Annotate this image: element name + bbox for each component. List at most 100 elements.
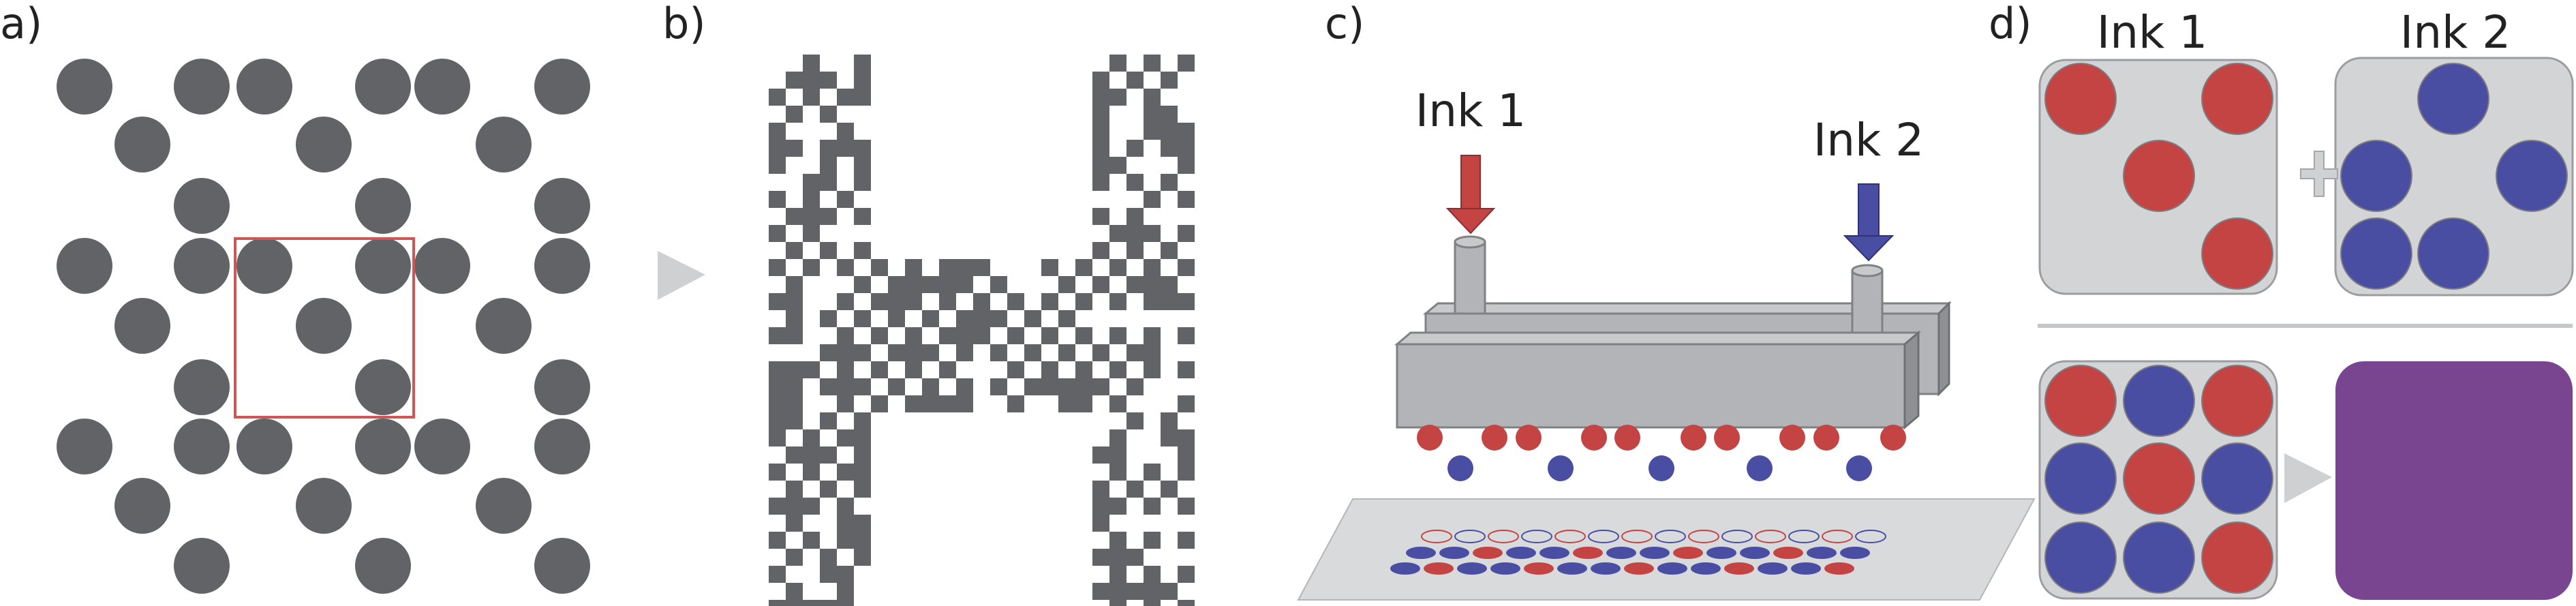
- pixel-cell: [786, 327, 803, 344]
- substrate-dot: [1724, 562, 1754, 575]
- ink2-dot: [2417, 217, 2489, 290]
- pixel-cell: [956, 378, 973, 395]
- pixel-cell: [1058, 395, 1075, 412]
- pattern-dot: [414, 419, 470, 474]
- pixel-cell: [1178, 191, 1195, 208]
- pixel-cell: [871, 293, 888, 310]
- pixel-cell: [1126, 242, 1144, 259]
- pattern-dot: [114, 478, 170, 534]
- pixel-cell: [1161, 583, 1178, 600]
- pixel-cell: [888, 378, 905, 395]
- pixel-cell: [1144, 225, 1161, 242]
- substrate-dot: [1822, 530, 1853, 543]
- pixel-cell: [820, 157, 837, 174]
- pixel-cell: [1109, 89, 1126, 106]
- pixel-cell: [820, 549, 837, 566]
- pixel-cell: [1144, 191, 1161, 208]
- panel-a-dot-pattern: [57, 59, 590, 594]
- panel-c-printhead-diagram: Ink 1 Ink 2: [1297, 85, 2036, 601]
- pixel-cell: [1109, 225, 1126, 242]
- pixel-cell: [990, 276, 1007, 293]
- pixel-cell: [1109, 532, 1126, 549]
- pixel-cell: [1144, 293, 1161, 310]
- ink1-dot: [2201, 63, 2273, 135]
- pixel-cell: [1178, 532, 1195, 549]
- ink2-dot: [2496, 140, 2568, 212]
- arrow-a-to-b: [658, 251, 705, 300]
- pixel-cell: [786, 361, 803, 378]
- pixel-cell: [1144, 106, 1161, 123]
- pixel-cell: [1126, 174, 1144, 191]
- pixel-cell: [939, 361, 956, 378]
- pattern-dot: [174, 59, 230, 115]
- pixel-cell: [1178, 55, 1195, 72]
- pattern-dot: [174, 238, 230, 294]
- pixel-cell: [1178, 498, 1195, 515]
- ink1-droplet: [1681, 425, 1706, 451]
- pixel-cell: [871, 361, 888, 378]
- pixel-cell: [837, 429, 854, 446]
- ink1-dot: [2044, 63, 2117, 135]
- pixel-cell: [820, 208, 837, 225]
- substrate-dot: [1657, 562, 1687, 575]
- substrate-dot: [1691, 562, 1721, 575]
- pixel-cell: [1075, 361, 1092, 378]
- pixel-cell: [1109, 293, 1126, 310]
- pattern-dot: [476, 298, 532, 354]
- pattern-dot: [534, 419, 590, 474]
- substrate-dot: [1755, 530, 1786, 543]
- pixel-cell: [1007, 395, 1024, 412]
- pixel-cell: [888, 344, 905, 361]
- pixel-cell: [1041, 259, 1058, 276]
- pixel-cell: [803, 429, 820, 446]
- pixel-cell: [1126, 378, 1144, 395]
- pixel-cell: [786, 515, 803, 532]
- pixel-cell: [820, 174, 837, 191]
- substrate-dot: [1521, 530, 1552, 543]
- pixel-cell: [820, 378, 837, 395]
- pixel-cell: [1126, 344, 1144, 361]
- pixel-cell: [769, 600, 786, 606]
- pixel-cell: [769, 532, 786, 549]
- pixel-cell: [854, 515, 871, 532]
- pixel-cell: [769, 259, 786, 276]
- pixel-cell: [820, 106, 837, 123]
- printhead-back-side: [1937, 301, 1950, 397]
- pixel-cell: [939, 293, 956, 310]
- ink1-dot: [2201, 365, 2273, 437]
- pixel-cell: [769, 191, 786, 208]
- pixel-cell: [837, 566, 854, 583]
- substrate-dot: [1588, 530, 1619, 543]
- pixel-cell: [1144, 55, 1161, 72]
- pixel-cell: [786, 140, 803, 157]
- pixel-cell: [973, 310, 990, 327]
- pixel-cell: [939, 276, 956, 293]
- panel-b-label: b): [662, 0, 706, 48]
- ink2-droplet: [1548, 455, 1574, 481]
- substrate-dot: [1640, 547, 1670, 559]
- pixel-cell: [854, 276, 871, 293]
- pixel-cell: [1092, 276, 1109, 293]
- ink1-droplet: [1813, 425, 1839, 451]
- pixel-cell: [837, 191, 854, 208]
- pattern-dot: [236, 419, 292, 474]
- pixel-cell: [1161, 72, 1178, 89]
- pixel-cell: [1092, 174, 1109, 191]
- ink2-dot: [2123, 521, 2195, 594]
- ink1-dot: [2044, 365, 2117, 437]
- pixel-cell: [1092, 515, 1109, 532]
- pixel-cell: [854, 55, 871, 72]
- pixel-cell: [1144, 583, 1161, 600]
- substrate-dot: [1807, 547, 1837, 559]
- ink2-droplet: [1846, 455, 1872, 481]
- pixel-cell: [803, 72, 820, 89]
- pattern-dot: [174, 178, 230, 234]
- pixel-cell: [803, 174, 820, 191]
- pixel-cell: [1109, 55, 1126, 72]
- pixel-cell: [837, 361, 854, 378]
- pixel-cell: [769, 464, 786, 481]
- pixel-cell: [786, 446, 803, 464]
- pixel-cell: [820, 72, 837, 89]
- pixel-cell: [1075, 293, 1092, 310]
- pixel-cell: [1178, 361, 1195, 378]
